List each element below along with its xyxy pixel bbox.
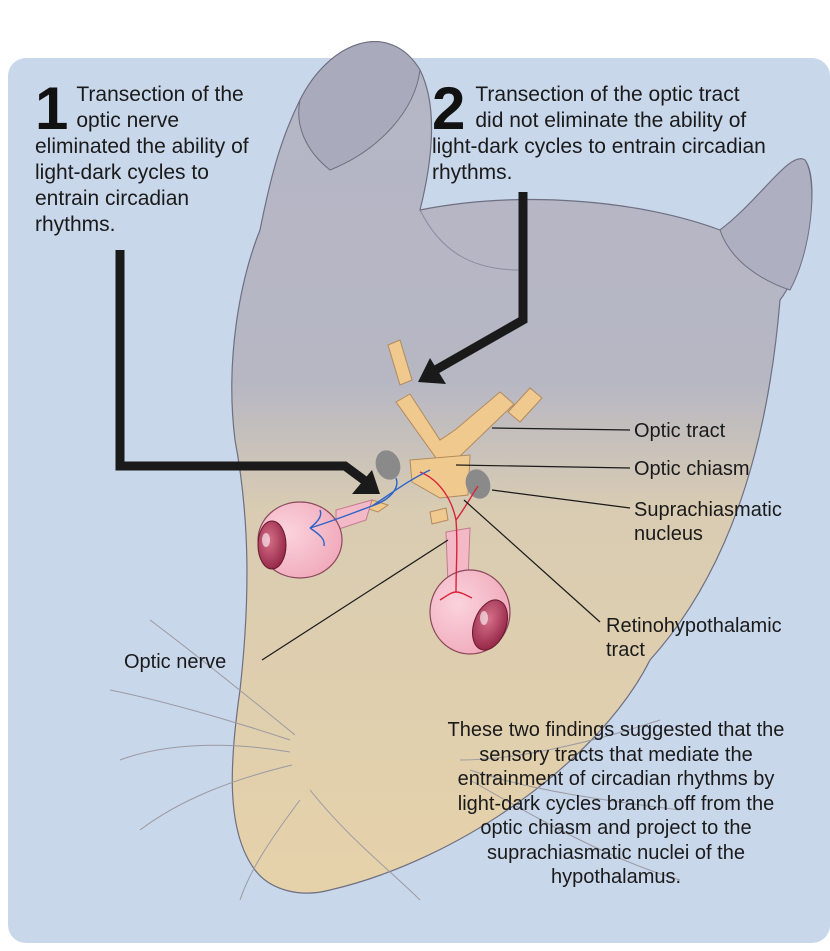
finding-2-number: 2: [432, 84, 465, 134]
label-optic-tract: Optic tract: [634, 419, 725, 443]
conclusion-text: These two findings suggested that the se…: [436, 718, 796, 890]
label-suprachiasmatic-nucleus: Suprachiasmatic nucleus: [634, 498, 794, 546]
finding-1-number: 1: [35, 84, 68, 134]
left-eye-icon: [258, 502, 342, 578]
label-optic-nerve: Optic nerve: [124, 650, 226, 674]
label-optic-chiasm: Optic chiasm: [634, 457, 750, 481]
finding-2-text: Transection of the optic tract did not e…: [432, 83, 766, 184]
label-retinohypothalamic-tract: Retinohypothalamic tract: [606, 614, 806, 662]
